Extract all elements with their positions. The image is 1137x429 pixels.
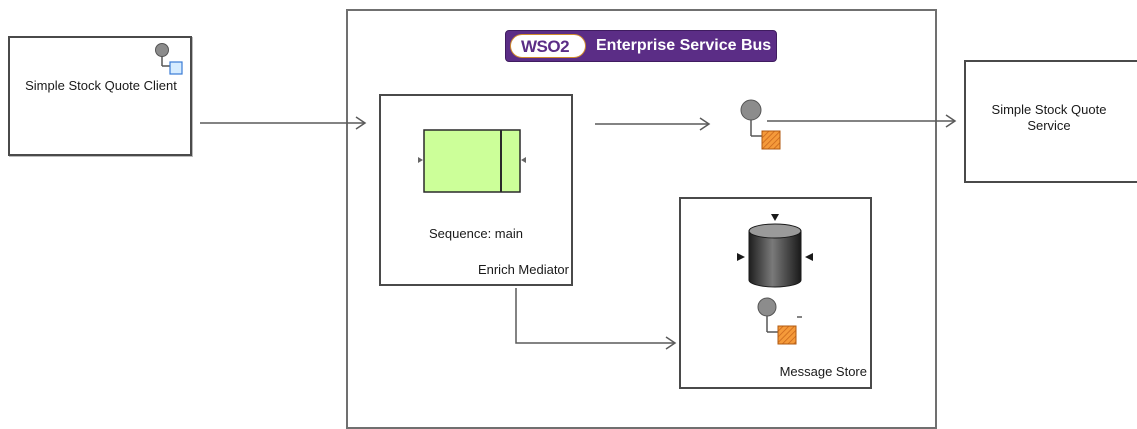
esb-title: Enterprise Service Bus <box>596 37 772 54</box>
message-store-label: Message Store <box>779 364 867 379</box>
service-label: Simple Stock Quote Service <box>991 102 1107 133</box>
service-box[interactable]: Simple Stock Quote Service <box>964 60 1137 183</box>
esb-banner: WSO2 Enterprise Service Bus <box>505 30 777 62</box>
diagram-graphics <box>155 43 957 350</box>
client-endpoint-icon <box>155 43 183 75</box>
mediator-label: Enrich Mediator <box>477 262 569 277</box>
arrow-icon <box>515 288 677 350</box>
sequence-block-icon <box>418 129 526 193</box>
arrow-icon <box>767 114 957 128</box>
endpoint-icon <box>740 99 781 150</box>
client-label: Simple Stock Quote Client <box>25 78 177 93</box>
database-icon <box>737 214 813 288</box>
arrow-icon <box>595 117 711 131</box>
store-endpoint-icon <box>757 297 802 345</box>
wso2-logo: WSO2 <box>510 34 586 58</box>
sequence-label: Sequence: main <box>429 226 523 241</box>
arrow-icon <box>200 116 367 130</box>
